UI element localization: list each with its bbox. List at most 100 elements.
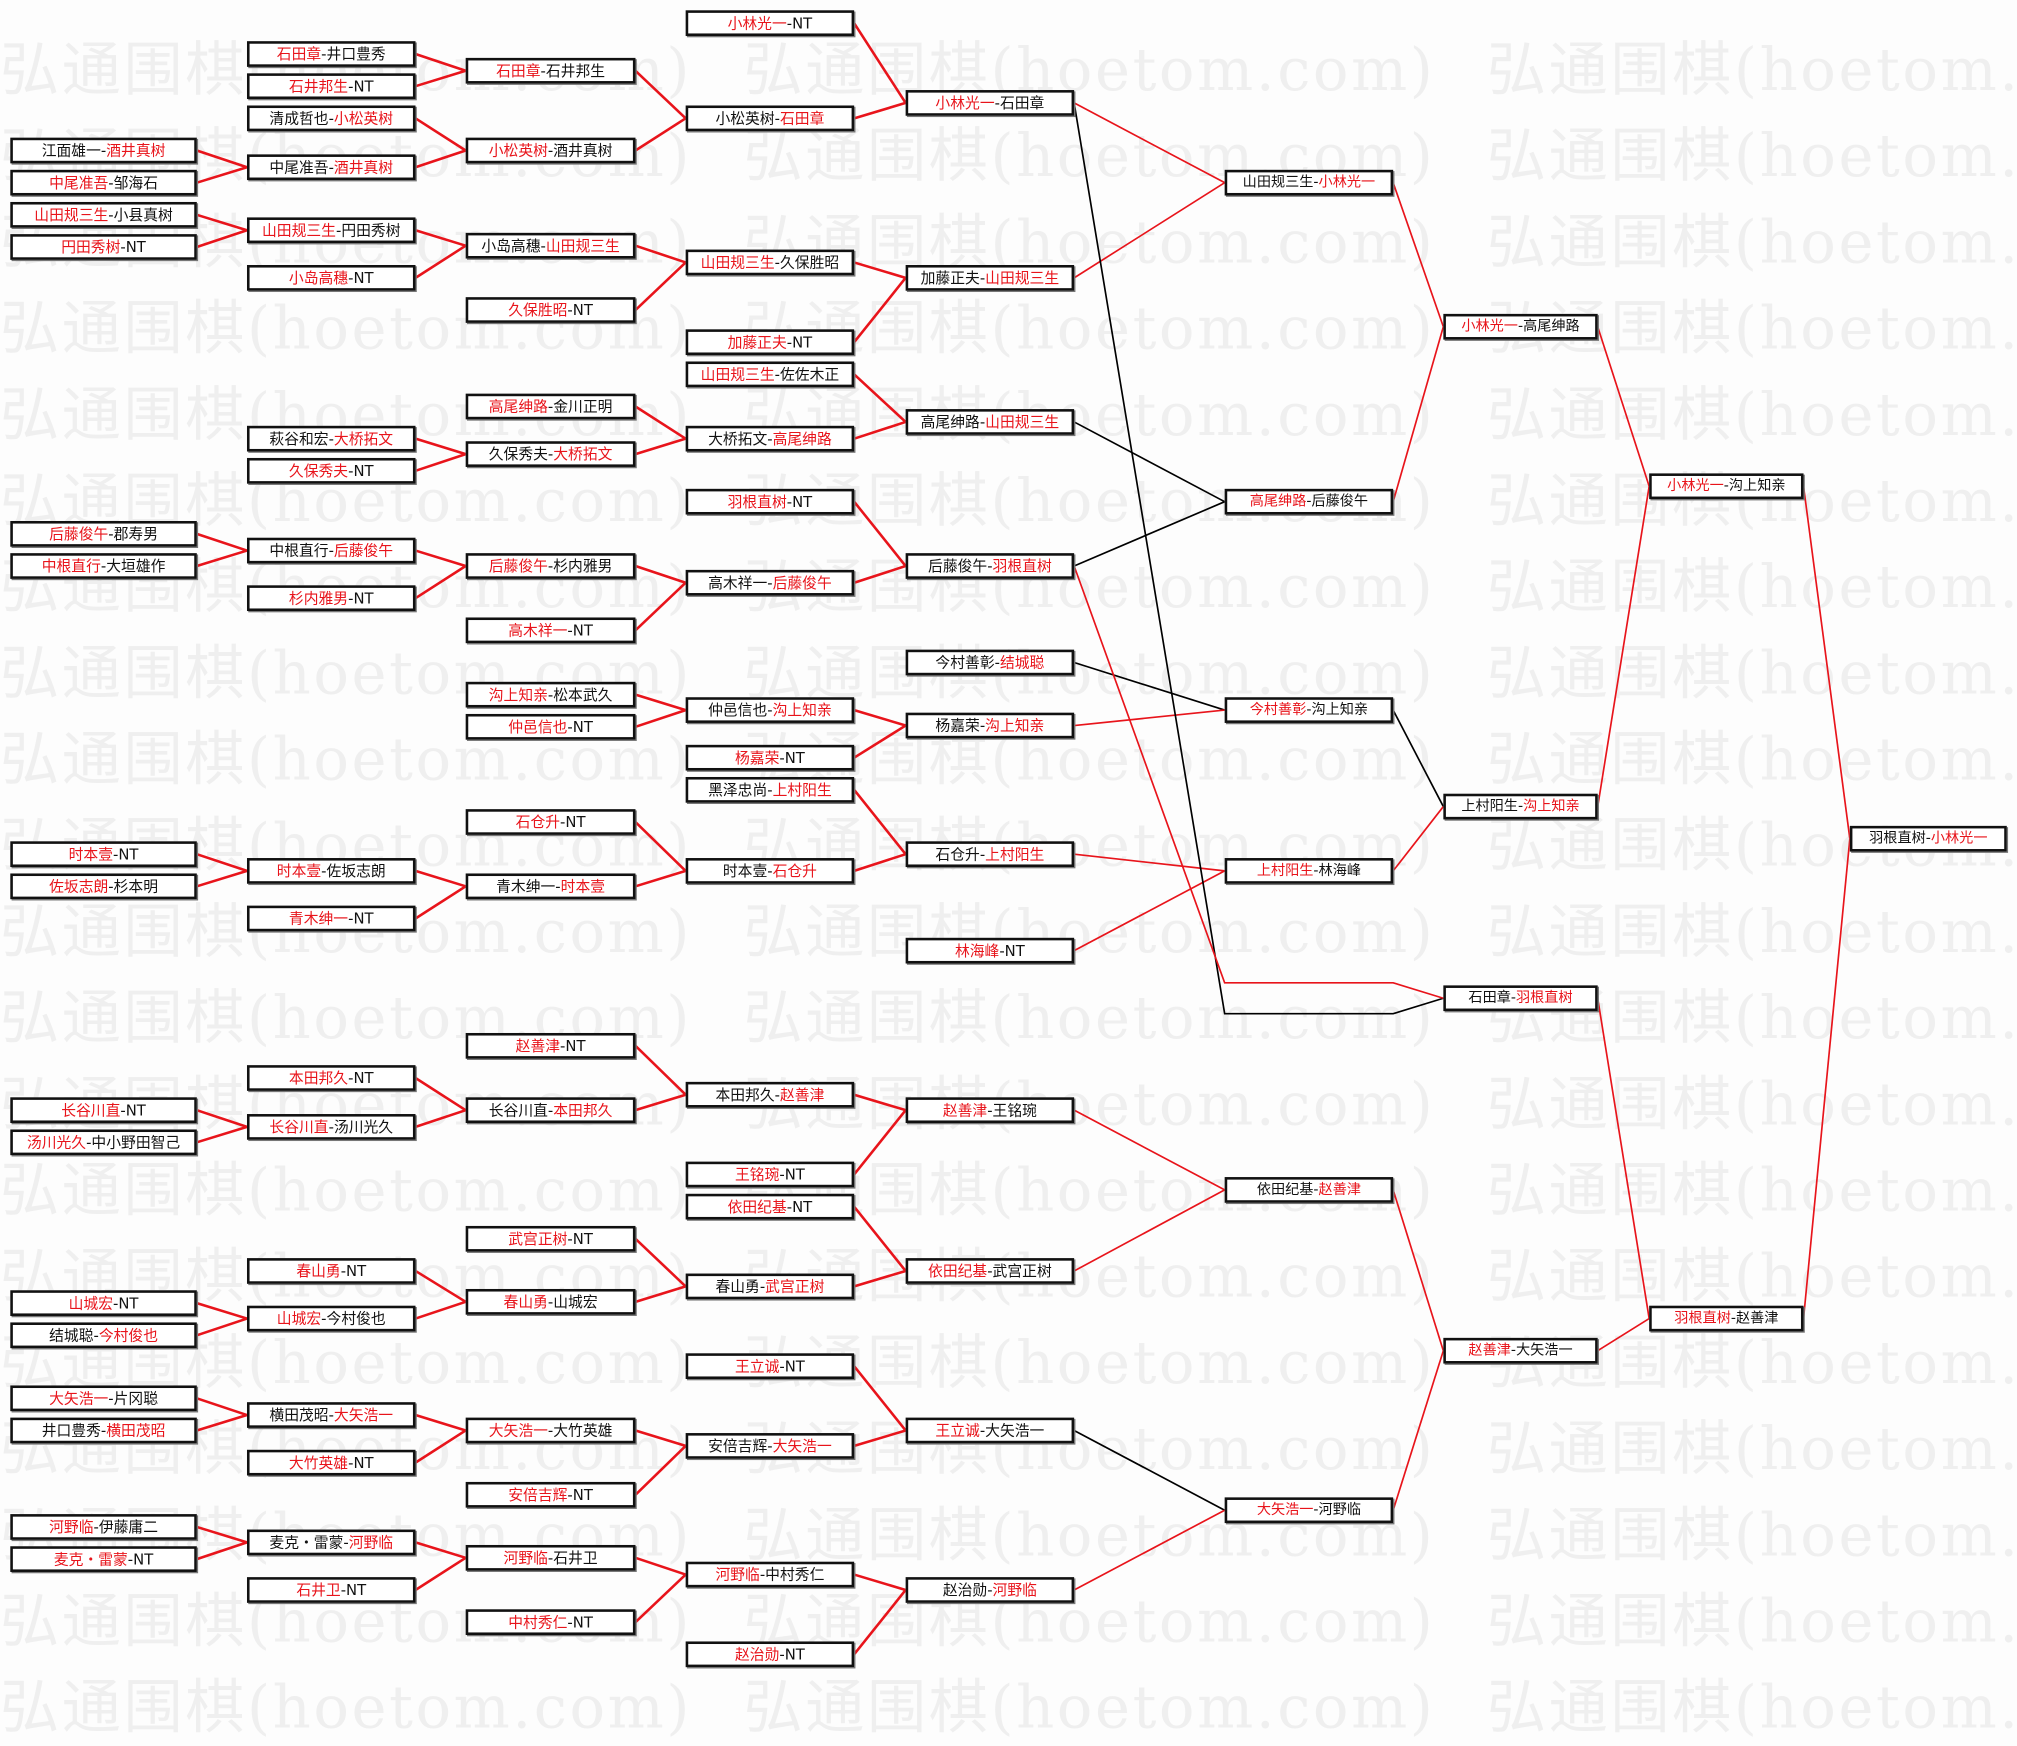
match-box[interactable]: 时本壹-NT [10, 841, 197, 868]
match-box[interactable]: 仲邑信也-沟上知亲 [685, 697, 855, 723]
match-box[interactable]: 高尾绅路-金川正明 [465, 393, 636, 420]
match-box[interactable]: 佐坂志朗-杉本明 [10, 873, 197, 900]
match-box[interactable]: 依田纪基-NT [685, 1193, 855, 1220]
match-box[interactable]: 小林光一-沟上知亲 [1649, 473, 1804, 500]
match-box[interactable]: 高木祥一-后藤俊午 [685, 569, 855, 596]
match-box[interactable]: 杉内雅男-NT [246, 585, 416, 612]
match-box[interactable]: 安倍吉辉-大矢浩一 [685, 1433, 855, 1459]
match-box[interactable]: 大竹英雄-NT [246, 1449, 416, 1476]
match-box[interactable]: 石井邦生-NT [246, 73, 416, 100]
match-box[interactable]: 本田邦久-NT [246, 1065, 416, 1091]
match-box[interactable]: 中根直行-后藤俊午 [246, 537, 416, 564]
match-box[interactable]: 石仓升-上村阳生 [905, 841, 1075, 868]
match-box[interactable]: 大矢浩一-大竹英雄 [465, 1417, 636, 1444]
match-box[interactable]: 清成哲也-小松英树 [246, 105, 416, 132]
match-box[interactable]: 武宫正树-NT [465, 1225, 636, 1252]
match-box[interactable]: 石仓升-NT [465, 809, 636, 835]
match-box[interactable]: 山田规三生-佐佐木正 [685, 361, 855, 388]
match-box[interactable]: 羽根直树-赵善津 [1649, 1305, 1804, 1332]
match-box[interactable]: 山田规三生-小林光一 [1224, 169, 1394, 196]
match-box[interactable]: 円田秀树-NT [10, 234, 197, 260]
match-box[interactable]: 小岛高穗-NT [246, 264, 416, 291]
match-box[interactable]: 麦克・雷蒙-NT [10, 1546, 197, 1572]
match-box[interactable]: 后藤俊午-羽根直树 [905, 553, 1075, 579]
match-box[interactable]: 长谷川直-汤川光久 [246, 1114, 416, 1140]
match-box[interactable]: 赵善津-王铭琬 [905, 1097, 1075, 1124]
match-box[interactable]: 赵治勋-河野临 [905, 1577, 1075, 1603]
match-box[interactable]: 中尾准吾-邹海石 [10, 169, 197, 196]
match-box[interactable]: 时本壹-石仓升 [685, 858, 855, 884]
match-box[interactable]: 依田纪基-赵善津 [1224, 1177, 1394, 1203]
match-box[interactable]: 上村阳生-沟上知亲 [1443, 793, 1598, 820]
match-box[interactable]: 久保秀夫-大桥拓文 [465, 441, 636, 467]
match-box[interactable]: 井口豊秀-横田茂昭 [10, 1417, 197, 1444]
match-box[interactable]: 山城宏-今村俊也 [246, 1305, 416, 1332]
match-box[interactable]: 依田纪基-武宫正树 [905, 1258, 1075, 1284]
match-box[interactable]: 杨嘉荣-NT [685, 744, 855, 771]
match-box[interactable]: 后藤俊午-杉内雅男 [465, 553, 636, 579]
match-box[interactable]: 赵治勋-NT [685, 1641, 855, 1668]
match-box[interactable]: 汤川光久-中小野田智己 [10, 1129, 197, 1156]
match-box[interactable]: 大桥拓文-高尾绅路 [685, 425, 855, 452]
match-box[interactable]: 小岛高穗-山田规三生 [465, 232, 636, 259]
match-box[interactable]: 萩谷和宏-大桥拓文 [246, 425, 416, 452]
match-box[interactable]: 山城宏-NT [10, 1290, 197, 1316]
match-box[interactable]: 石井卫-NT [246, 1577, 416, 1603]
match-box[interactable]: 黑泽忠尚-上村阳生 [685, 776, 855, 803]
match-box[interactable]: 小松英树-石田章 [685, 105, 855, 132]
match-box[interactable]: 赵善津-NT [465, 1032, 636, 1059]
match-box[interactable]: 长谷川直-NT [10, 1097, 197, 1124]
match-box[interactable]: 安倍吉辉-NT [465, 1481, 636, 1508]
match-box[interactable]: 山田规三生-小县真树 [10, 201, 197, 228]
match-box[interactable]: 江面雄一-酒井真树 [10, 137, 197, 164]
match-box[interactable]: 石田章-羽根直树 [1443, 985, 1598, 1012]
match-box[interactable]: 中尾准吾-酒井真树 [246, 154, 416, 181]
match-box[interactable]: 今村善彰-结城聪 [905, 649, 1075, 676]
match-box[interactable]: 羽根直树-NT [685, 488, 855, 515]
match-box[interactable]: 石田章-井口豊秀 [246, 41, 416, 67]
match-box[interactable]: 久保胜昭-NT [465, 297, 636, 323]
match-box[interactable]: 春山勇-武宫正树 [685, 1273, 855, 1300]
match-box[interactable]: 后藤俊午-郡寿男 [10, 520, 197, 547]
match-box[interactable]: 久保秀夫-NT [246, 457, 416, 484]
match-box[interactable]: 王立诚-NT [685, 1353, 855, 1380]
match-box[interactable]: 本田邦久-赵善津 [685, 1081, 855, 1108]
match-box[interactable]: 山田规三生-久保胜昭 [685, 249, 855, 276]
match-box[interactable]: 河野临-伊藤庸二 [10, 1514, 197, 1540]
match-box[interactable]: 青木绅一-时本壹 [465, 873, 636, 900]
match-box[interactable]: 今村善彰-沟上知亲 [1224, 697, 1394, 723]
match-box[interactable]: 石田章-石井邦生 [465, 57, 636, 84]
match-box[interactable]: 加藤正夫-山田规三生 [905, 264, 1075, 291]
match-box[interactable]: 高木祥一-NT [465, 617, 636, 644]
match-box[interactable]: 杨嘉荣-沟上知亲 [905, 712, 1075, 739]
match-box[interactable]: 小林光一-NT [685, 10, 855, 37]
match-box[interactable]: 仲邑信也-NT [465, 713, 636, 740]
match-box[interactable]: 中村秀仁-NT [465, 1609, 636, 1636]
match-box[interactable]: 结城聪-今村俊也 [10, 1322, 197, 1349]
match-box[interactable]: 王铭琬-NT [685, 1161, 855, 1188]
match-box[interactable]: 麦克・雷蒙-河野临 [246, 1529, 416, 1556]
match-box[interactable]: 羽根直树-小林光一 [1849, 825, 2007, 852]
match-box[interactable]: 横田茂昭-大矢浩一 [246, 1402, 416, 1428]
match-box[interactable]: 时本壹-佐坂志朗 [246, 858, 416, 884]
match-box[interactable]: 王立诚-大矢浩一 [905, 1417, 1075, 1444]
match-box[interactable]: 沟上知亲-松本武久 [465, 681, 636, 708]
match-box[interactable]: 上村阳生-林海峰 [1224, 858, 1394, 884]
match-box[interactable]: 小林光一-高尾绅路 [1443, 313, 1598, 340]
match-box[interactable]: 长谷川直-本田邦久 [465, 1097, 636, 1124]
match-box[interactable]: 春山勇-NT [246, 1258, 416, 1284]
match-box[interactable]: 中根直行-大垣雄作 [10, 553, 197, 579]
match-box[interactable]: 山田规三生-円田秀树 [246, 217, 416, 244]
match-box[interactable]: 河野临-中村秀仁 [685, 1561, 855, 1588]
match-box[interactable]: 春山勇-山城宏 [465, 1288, 636, 1315]
match-box[interactable]: 小松英树-酒井真树 [465, 137, 636, 164]
match-box[interactable]: 林海峰-NT [905, 937, 1075, 964]
match-box[interactable]: 青木绅一-NT [246, 905, 416, 932]
match-box[interactable]: 赵善津-大矢浩一 [1443, 1337, 1598, 1364]
match-box[interactable]: 小林光一-石田章 [905, 90, 1075, 116]
match-box[interactable]: 高尾绅路-山田规三生 [905, 409, 1075, 435]
match-box[interactable]: 高尾绅路-后藤俊午 [1224, 488, 1394, 515]
match-box[interactable]: 加藤正夫-NT [685, 329, 855, 356]
match-box[interactable]: 河野临-石井卫 [465, 1544, 636, 1571]
match-box[interactable]: 大矢浩一-河野临 [1224, 1497, 1394, 1524]
